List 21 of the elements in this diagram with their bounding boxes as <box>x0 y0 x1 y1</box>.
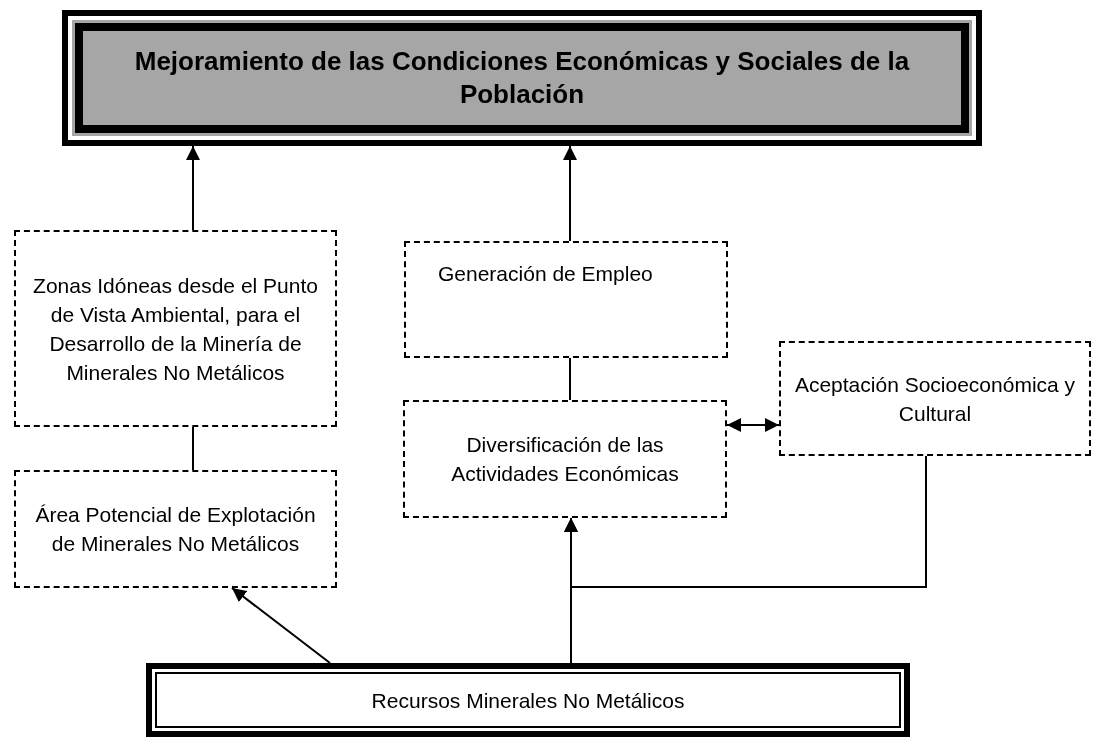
arrow <box>186 145 200 231</box>
dashed-box <box>14 470 337 588</box>
dashed-box <box>779 341 1091 456</box>
box-text: Generación de Empleo <box>438 261 653 287</box>
box-text: Área Potencial de Explotación de Minerales No Metálicos <box>34 502 317 557</box>
arrow <box>563 145 577 242</box>
box-text: Diversificación de las Actividades Económicas <box>450 432 680 487</box>
connector-line <box>192 426 194 471</box>
goal-box <box>62 10 982 146</box>
arrow <box>564 455 927 588</box>
box-text: Recursos Minerales No Metálicos <box>371 687 685 714</box>
dashed-box <box>403 400 727 518</box>
connector-line <box>569 357 571 401</box>
box-text: Zonas Idóneas desde el Punto de Vista Ambiental, para el Desarrollo de la Minería de Minerales No Metálicos <box>32 272 319 386</box>
dashed-box <box>14 230 337 427</box>
arrow <box>726 418 780 432</box>
box-text: Mejoramiento de las Condiciones Económicas y Sociales de la Población <box>133 45 911 111</box>
box-text: Aceptación Socioeconómica y Cultural <box>793 371 1077 427</box>
dashed-box <box>404 241 728 358</box>
source-box <box>146 663 910 737</box>
arrow <box>231 587 331 664</box>
